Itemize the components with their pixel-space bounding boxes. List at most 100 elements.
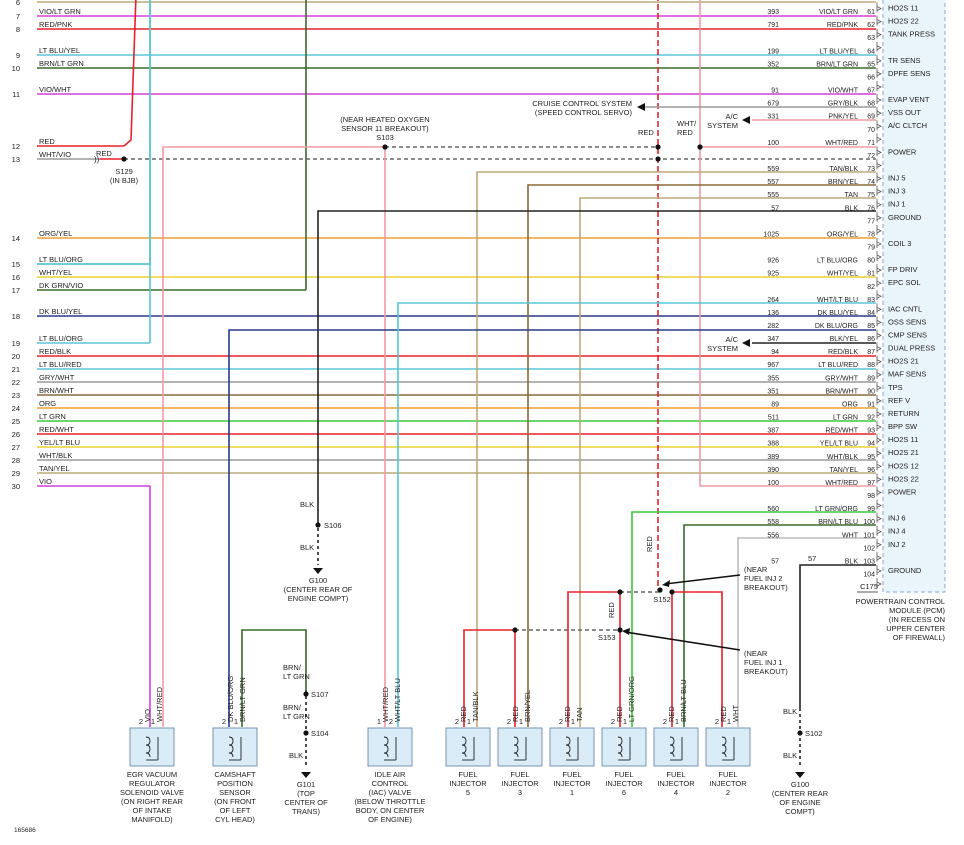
- wire-color-label: BLK: [845, 558, 859, 565]
- wire-color-label: LT BLU/ORG: [39, 334, 83, 343]
- pcm-pin-function: POWER: [888, 487, 917, 496]
- left-row-number: 30: [12, 482, 20, 491]
- wire-cmp-sens: [228, 329, 876, 727]
- circuit-number: 91: [771, 88, 779, 95]
- wire-color-label: DK BLU/ORG: [815, 323, 858, 330]
- circuit-number: 555: [767, 192, 779, 199]
- wire-color-label: WHT/YEL: [827, 271, 858, 278]
- wire-color-label: RED: [607, 602, 616, 618]
- wire-color-label: BRN/WHT: [825, 388, 858, 395]
- wire-red-inj5: [463, 629, 515, 727]
- splice-label: (IN BJB): [110, 176, 139, 185]
- wire-color-label: RED: [615, 706, 624, 722]
- connector-chevron: [876, 306, 882, 312]
- component-label: 1: [570, 788, 574, 797]
- wire-inj6: [631, 511, 876, 727]
- circuit-number: 57: [771, 205, 779, 212]
- splice-dot: [697, 144, 703, 150]
- wire-color-label: WHT/RED: [825, 480, 858, 487]
- connector-mark: )): [94, 155, 100, 164]
- wire-color-label: RED/PNK: [827, 22, 858, 29]
- circuit-number: 352: [767, 61, 779, 68]
- ground-label: (TOP: [297, 789, 315, 798]
- wire-color-label: LT BLU/ORG: [39, 255, 83, 264]
- left-row-number: 29: [12, 469, 20, 478]
- circuit-number: 556: [767, 532, 779, 539]
- splice-s103: [382, 144, 388, 150]
- pcm-pin-number: 64: [867, 48, 875, 55]
- note-label: (NEAR: [744, 565, 768, 574]
- component-label: FUEL: [510, 770, 529, 779]
- connector-chevron: [876, 123, 882, 129]
- pcm-pin-number: 72: [867, 153, 875, 160]
- pcm-pin-function: FP DRIV: [888, 265, 917, 274]
- wire-color-label: GRY/WHT: [39, 373, 75, 382]
- pcm-pin-function: CMP SENS: [888, 331, 927, 340]
- wire-color-label: LT BLU/RED: [39, 360, 82, 369]
- wire-color-label: BRN/LT GRN: [39, 59, 84, 68]
- connector-chevron: [876, 320, 882, 325]
- ground-symbol: [301, 772, 311, 778]
- left-row-number: 26: [12, 430, 20, 439]
- circuit-number: 388: [767, 441, 779, 448]
- pcm-pin-function: HO2S 22: [888, 17, 919, 26]
- wire-color-label: RED/PNK: [39, 20, 72, 29]
- pcm-pin-number: 92: [867, 415, 875, 422]
- circuit-number: 351: [767, 388, 779, 395]
- pcm-pin-number: 87: [867, 349, 875, 356]
- connector-chevron: [876, 150, 882, 155]
- component-label: OF LEFT: [220, 806, 251, 815]
- wire-ground-103: [799, 564, 876, 708]
- wire-inj2: [737, 537, 876, 727]
- pcm-pin-function: HO2S 11: [888, 435, 918, 444]
- ground-label: ENGINE COMPT): [288, 594, 349, 603]
- connector-chevron: [876, 97, 882, 103]
- component-body: [653, 727, 699, 767]
- ground-symbol: [795, 772, 805, 778]
- pcm-pin-function: HO2S 21: [888, 448, 919, 457]
- pcm-pin-number: 94: [867, 441, 875, 448]
- coil-icon: [721, 736, 727, 758]
- splice-label: SENSOR 11 BREAKOUT): [341, 124, 429, 133]
- wire-color-label: BLK: [300, 543, 314, 552]
- connector-chevron: [876, 189, 882, 194]
- splice-dot: [512, 627, 518, 633]
- component-label: INJECTOR: [553, 779, 591, 788]
- wire-color-label: WHT/VIO: [39, 150, 71, 159]
- connector-chevron: [876, 254, 882, 260]
- splice-label: S129: [115, 167, 133, 176]
- note-label: RED: [677, 128, 693, 137]
- wire-layer: [37, 0, 876, 768]
- wire-color-label: ORG/YEL: [39, 229, 72, 238]
- component-label: FUEL: [718, 770, 737, 779]
- left-row-number: 18: [12, 312, 20, 321]
- pcm-pin-number: 61: [867, 9, 875, 16]
- pcm-pin-number: 93: [867, 428, 875, 435]
- wire-color-label: LT BLU/RED: [818, 362, 858, 369]
- splice-layer: [121, 103, 805, 778]
- circuit-number: 967: [767, 362, 779, 369]
- splice-label: (NEAR HEATED OXYGEN: [340, 115, 429, 124]
- pcm-pin-number: 102: [863, 545, 875, 552]
- wire-s103-egr: [162, 146, 385, 727]
- wire-color-label: TAN: [575, 708, 584, 722]
- wire-color-label: LT BLU/ORG: [817, 258, 858, 265]
- wire-color-label: BRN/WHT: [39, 386, 74, 395]
- component-label: (ON FRONT: [214, 797, 256, 806]
- pcm-label: MODULE (PCM): [889, 606, 945, 615]
- ground-label: G100: [791, 780, 809, 789]
- component-label: FUEL: [458, 770, 477, 779]
- wire-color-label: RED/WHT: [825, 428, 858, 435]
- left-row-number: 14: [12, 234, 20, 243]
- left-row-number: 25: [12, 417, 20, 426]
- pcm-pin-number: 69: [867, 114, 875, 121]
- wire-color-label: VIO: [143, 709, 152, 722]
- pcm-label: (IN RECESS ON: [889, 615, 945, 624]
- circuit-number: 136: [767, 310, 779, 317]
- circuit-number: 100: [767, 480, 779, 487]
- connector-chevron: [876, 136, 882, 142]
- connector-chevron: [876, 463, 882, 469]
- splice-label: S107: [311, 690, 329, 699]
